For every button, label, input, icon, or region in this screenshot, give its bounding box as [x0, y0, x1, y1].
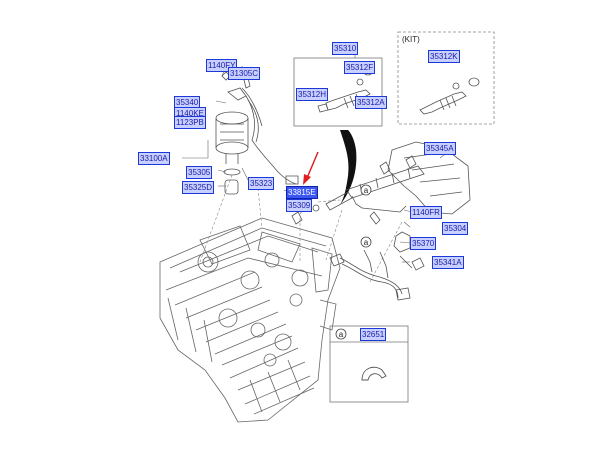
part-label-35304[interactable]: 35304	[442, 222, 469, 235]
part-label-35370[interactable]: 35370	[410, 237, 437, 250]
svg-text:a: a	[364, 186, 369, 195]
part-label-35325d[interactable]: 35325D	[182, 181, 215, 194]
callout-a-2: a	[360, 236, 372, 248]
part-label-35312a[interactable]: 35312A	[355, 96, 387, 109]
part-label-35312k[interactable]: 35312K	[428, 50, 460, 63]
part-label-35305[interactable]: 35305	[186, 166, 213, 179]
part-label-35323[interactable]: 35323	[248, 177, 275, 190]
part-label-35312f[interactable]: 35312F	[344, 61, 376, 74]
kit-caption: (KIT)	[402, 35, 420, 44]
callout-a-1: a	[360, 184, 372, 196]
part-label-32651[interactable]: 32651	[360, 328, 387, 341]
clip-detail-box	[329, 325, 409, 403]
engine-block-drawing	[159, 217, 341, 423]
part-label-35309[interactable]: 35309	[286, 199, 313, 212]
part-label-1123pb[interactable]: 1123PB	[174, 116, 206, 129]
clip-drawing	[361, 366, 387, 381]
part-label-33815e[interactable]: 33815E	[286, 186, 318, 199]
dashed-guides	[199, 174, 403, 283]
part-label-35312h[interactable]: 35312H	[296, 88, 329, 101]
part-label-35341a[interactable]: 35341A	[432, 256, 464, 269]
kit-injector-drawing	[419, 77, 480, 115]
part-label-31305c[interactable]: 31305C	[228, 67, 261, 80]
part-label-35310[interactable]: 35310	[332, 42, 359, 55]
svg-text:a: a	[339, 330, 344, 339]
part-label-35345a[interactable]: 35345A	[424, 142, 456, 155]
svg-text:a: a	[364, 238, 369, 247]
highlight-arrow	[303, 151, 319, 185]
injector-group-box	[293, 57, 383, 127]
fuel-pump-drawing	[215, 71, 299, 195]
fuel-rail-drawing	[291, 141, 471, 301]
part-label-1140fr[interactable]: 1140FR	[410, 206, 442, 219]
connection-swoosh	[340, 130, 357, 205]
part-label-33100a[interactable]: 33100A	[138, 152, 170, 165]
callout-a-3: a	[335, 328, 347, 340]
kit-group-box	[397, 31, 495, 125]
